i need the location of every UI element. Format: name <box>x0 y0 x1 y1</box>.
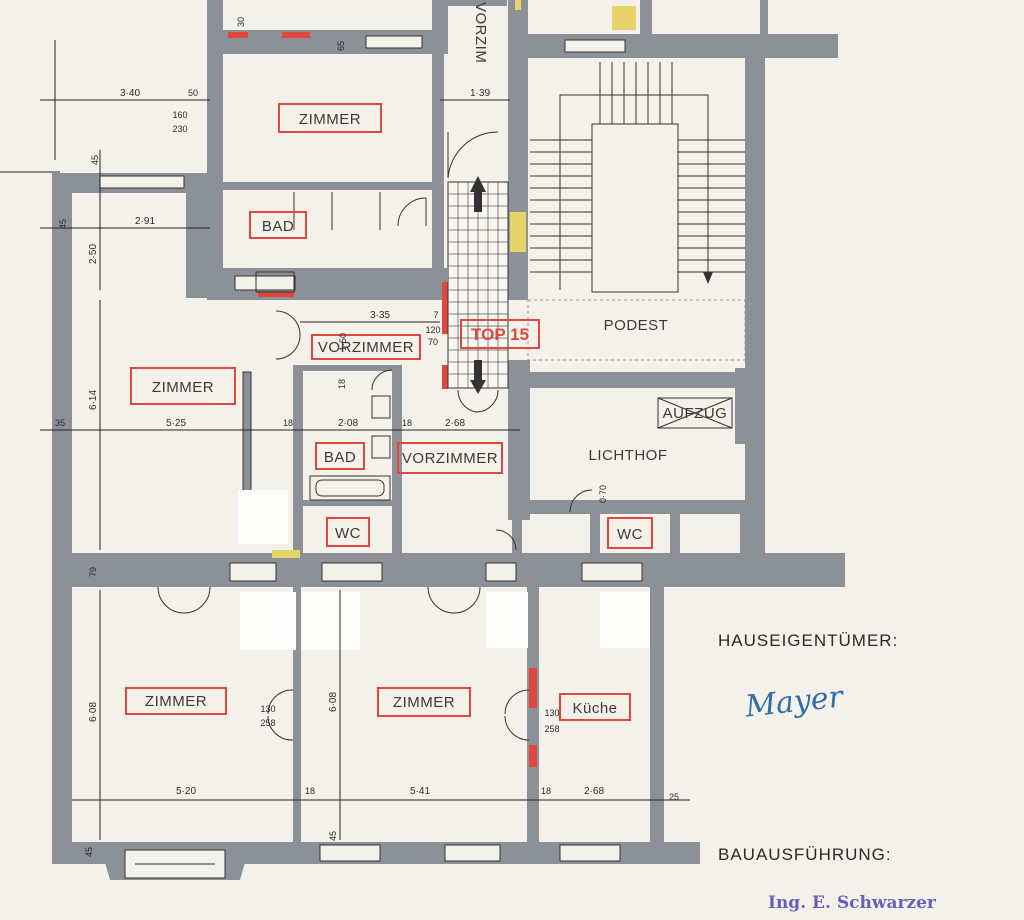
dim-520: 5·20 <box>176 786 196 797</box>
room-label-vorzimmer-2: VORZIMMER <box>402 450 498 467</box>
dim-070: 0·70 <box>598 485 608 503</box>
dim-541: 5·41 <box>410 786 430 797</box>
room-label-podest: PODEST <box>604 317 669 334</box>
dim-30: 30 <box>236 17 246 27</box>
room-label-kueche: Küche <box>572 700 617 717</box>
dim-70: 70 <box>428 337 438 347</box>
dim-268b: 2·68 <box>584 786 604 797</box>
room-label-zimmer-bm: ZIMMER <box>393 694 455 711</box>
windows <box>99 35 643 862</box>
dim-18a: 18 <box>283 418 293 428</box>
dim-230: 230 <box>172 124 187 134</box>
dim-160: 160 <box>172 110 187 120</box>
fixtures <box>242 192 391 513</box>
dim-79: 79 <box>88 567 98 577</box>
elevator <box>657 397 733 429</box>
dim-614: 6·14 <box>88 390 99 410</box>
dim-45a: 45 <box>90 155 100 165</box>
dim-608a: 6·08 <box>88 702 99 722</box>
builder-stamp: Ing. E. Schwarzer <box>768 893 937 913</box>
dim-258a: 258 <box>260 718 275 728</box>
bay-window <box>100 845 250 880</box>
room-label-vorzim: VORZIM <box>472 2 489 63</box>
dim-65: 65 <box>336 41 346 51</box>
dim-18c: 18 <box>402 418 412 428</box>
dim-268a: 2·68 <box>445 418 465 429</box>
dim-208: 2·08 <box>338 418 358 429</box>
dim-18e: 18 <box>541 786 551 796</box>
room-label-aufzug: AUFZUG <box>663 405 728 422</box>
room-label-zimmer-top: ZIMMER <box>299 111 361 128</box>
dim-18b: 18 <box>337 379 347 389</box>
room-label-lichthof: LICHTHOF <box>589 447 668 464</box>
room-label-bad-top: BAD <box>262 218 294 235</box>
markers <box>228 0 636 767</box>
dim-35: 35 <box>55 418 65 428</box>
dimension-lines <box>0 40 690 840</box>
dimension-labels: 3·40 50 160 230 1·39 30 65 45 45 2·91 2·… <box>55 17 679 857</box>
dim-120: 120 <box>425 325 440 335</box>
room-labels: ZIMMER BAD ZIMMER VORZIMMER BAD VORZIMME… <box>125 2 728 721</box>
dim-608b: 6·08 <box>328 692 339 712</box>
dim-50: 50 <box>188 88 198 98</box>
dim-130: 130 <box>260 704 275 714</box>
legend: HAUSEIGENTÜMER: BAUAUSFÜHRUNG: Mayer Ing… <box>718 631 937 913</box>
apartment-number: TOP 15 <box>471 325 529 344</box>
blank-patches <box>238 490 650 650</box>
arrow-up-icon <box>470 176 486 192</box>
dim-150: 1·50 <box>338 333 348 351</box>
staircase <box>527 62 746 361</box>
tiled-corridor <box>447 176 509 394</box>
dim-45c: 45 <box>328 831 338 841</box>
dim-18d: 18 <box>305 786 315 796</box>
dim-139: 1·39 <box>470 88 490 99</box>
room-label-zimmer-left: ZIMMER <box>152 379 214 396</box>
walls <box>52 0 845 864</box>
dim-130b: 130 <box>544 708 559 718</box>
builder-label: BAUAUSFÜHRUNG: <box>718 845 892 864</box>
dim-525: 5·25 <box>166 418 186 429</box>
dim-7: 7 <box>433 310 438 320</box>
dim-45b: 45 <box>58 219 68 229</box>
room-label-zimmer-bl: ZIMMER <box>145 693 207 710</box>
room-label-wc-2: WC <box>617 526 643 543</box>
dim-250: 2·50 <box>88 244 99 264</box>
room-label-vorzimmer-1: VORZIMMER <box>318 339 414 356</box>
dim-45d: 45 <box>84 847 94 857</box>
dim-335: 3·35 <box>370 310 390 321</box>
owner-label: HAUSEIGENTÜMER: <box>718 631 898 650</box>
dim-25: 25 <box>669 792 679 802</box>
doors <box>157 131 593 741</box>
room-label-wc-1: WC <box>335 525 361 542</box>
dim-340: 3·40 <box>120 88 140 99</box>
room-label-bad-mid: BAD <box>324 449 356 466</box>
dim-291: 2·91 <box>135 216 155 227</box>
arrow-down-icon <box>470 380 486 394</box>
dim-258b: 258 <box>544 724 559 734</box>
